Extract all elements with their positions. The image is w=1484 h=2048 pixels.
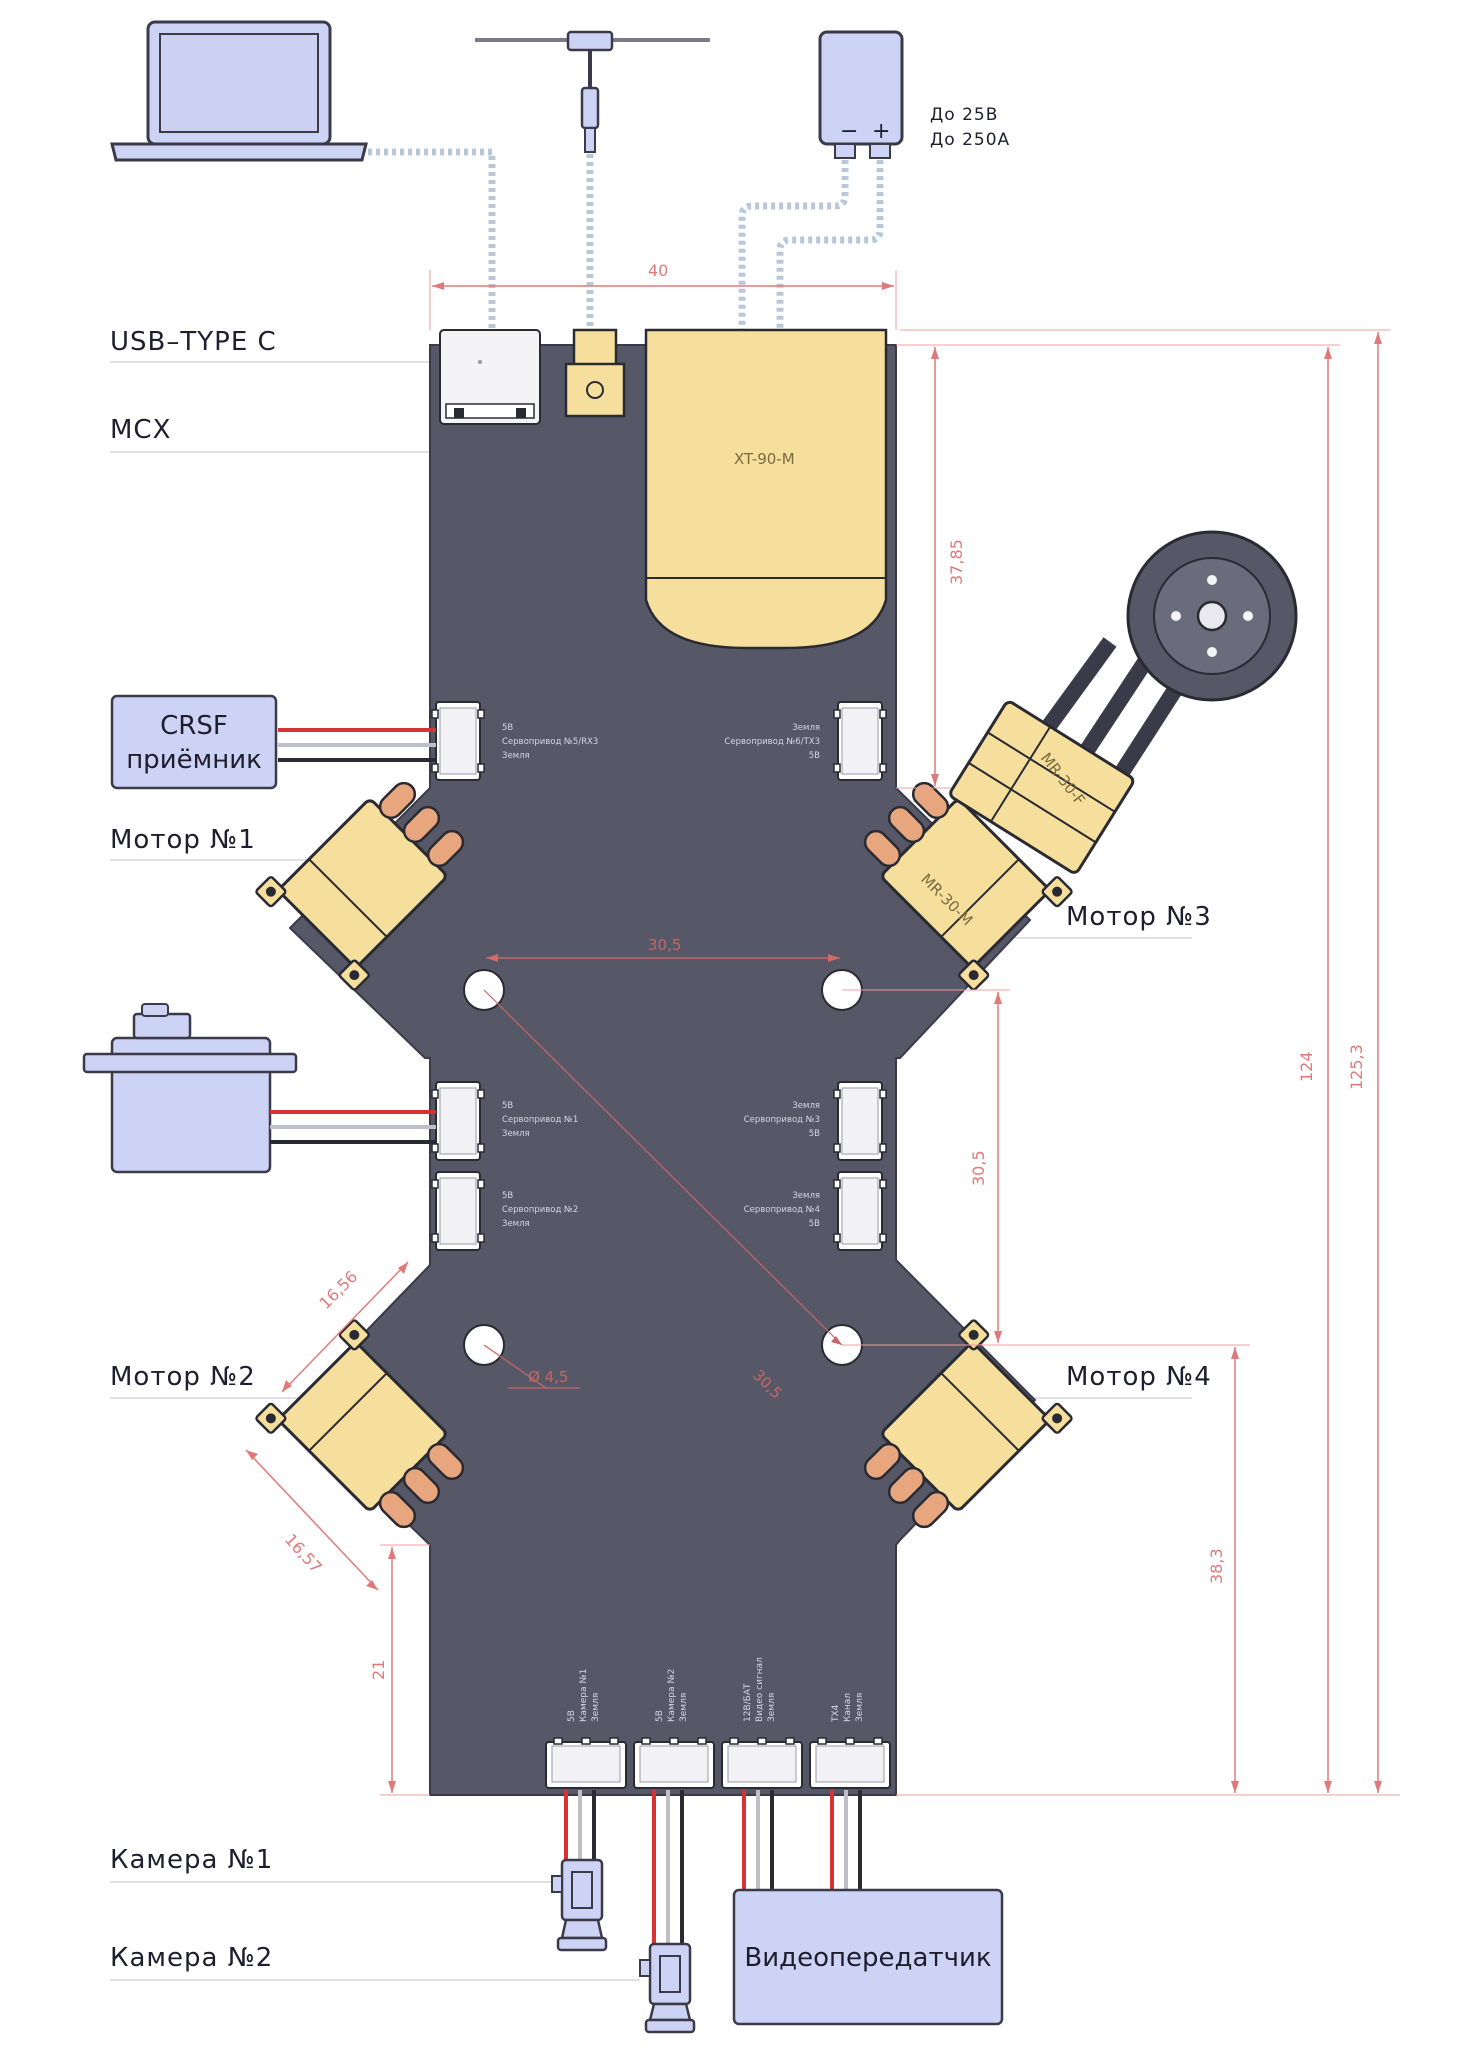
connector-servo4: Земля Сервопривод №4 5В [744, 1171, 887, 1251]
svg-text:Сервопривод №2: Сервопривод №2 [502, 1205, 578, 1215]
bottom-connector-4: TX4 Канал Земля [809, 1693, 891, 1789]
svg-text:Сервопривод №6/TX3: Сервопривод №6/TX3 [724, 737, 820, 747]
svg-text:Земля: Земля [502, 751, 530, 761]
board-dimensions: 30,5 30,5 Ø 4,5 [483, 936, 843, 1402]
bottom-connector-1: 5В Камера №1 Земля [545, 1669, 627, 1789]
svg-text:Сервопривод №4: Сервопривод №4 [744, 1205, 820, 1215]
bottom-wires [564, 1790, 862, 1954]
label-cam2: Камера №2 [110, 1943, 273, 1973]
svg-text:5В: 5В [809, 1129, 820, 1139]
dim-1657-label: 16,57 [281, 1530, 326, 1577]
label-cam1: Камера №1 [110, 1845, 273, 1875]
svg-text:Земля: Земля [792, 723, 820, 733]
svg-text:5В: 5В [655, 1710, 665, 1722]
crsf-line2: приёмник [126, 745, 262, 775]
connector-servo2: 5В Сервопривод №2 Земля [431, 1171, 578, 1251]
label-motor2: Мотор №2 [110, 1362, 256, 1392]
svg-text:Канал: Канал [843, 1693, 853, 1722]
label-motor4: Мотор №4 [1066, 1362, 1212, 1392]
svg-text:Земля: Земля [502, 1219, 530, 1229]
svg-text:5В: 5В [502, 723, 513, 733]
svg-text:Земля: Земля [679, 1693, 689, 1722]
camera2-icon [639, 1942, 696, 2034]
dim-1253-label: 125,3 [1347, 1044, 1366, 1090]
svg-text:Видео сигнал: Видео сигнал [755, 1657, 765, 1722]
battery-icon: − + [818, 30, 904, 159]
connector-servo6: Земля Сервопривод №6/TX3 5В [724, 701, 887, 781]
dim-305-label: 30,5 [969, 1150, 988, 1186]
svg-text:Сервопривод №5/RX3: Сервопривод №5/RX3 [502, 737, 598, 747]
vtx-label: Видеопередатчик [744, 1943, 991, 1973]
svg-text:Земля: Земля [792, 1101, 820, 1111]
servo-icon [82, 1003, 298, 1174]
crsf-receiver: CRSF приёмник [110, 694, 278, 790]
svg-text:Земля: Земля [591, 1693, 601, 1722]
dim-3785-label: 37,85 [947, 539, 966, 585]
xt90-label: XT-90-M [734, 450, 795, 468]
svg-text:Камера №1: Камера №1 [579, 1669, 589, 1722]
connector-servo1: 5В Сервопривод №1 Земля [431, 1081, 578, 1161]
svg-text:TX4: TX4 [831, 1704, 841, 1723]
svg-text:Земля: Земля [855, 1693, 865, 1722]
usb-c-port [439, 329, 541, 425]
svg-text:Земля: Земля [792, 1191, 820, 1201]
xt90-connector: XT-90-M [644, 328, 888, 650]
dim-1656-label: 16,56 [315, 1267, 361, 1313]
svg-text:5В: 5В [502, 1101, 513, 1111]
svg-text:5В: 5В [567, 1710, 577, 1722]
mr30f-connector [949, 700, 1135, 874]
supply-current: До 250А [930, 130, 1010, 150]
dim-hole-label: Ø 4,5 [528, 1368, 568, 1386]
dim-383-label: 38,3 [1207, 1548, 1226, 1584]
antenna-icon [475, 30, 710, 153]
right-dimensions: 37,85 124 125,3 30,5 38,3 [842, 329, 1400, 1796]
supply-minus: − [840, 119, 858, 144]
label-motor3: Мотор №3 [1066, 902, 1212, 932]
right-labels: Мотор №3 Мотор №4 [1000, 902, 1212, 1399]
label-mcx: MCX [110, 415, 171, 445]
label-usb: USB–TYPE C [110, 327, 277, 357]
svg-text:5В: 5В [809, 751, 820, 761]
video-transmitter: Видеопередатчик [732, 1888, 1004, 2026]
dim-hz-label: 30,5 [648, 936, 681, 954]
svg-text:Земля: Земля [502, 1129, 530, 1139]
camera1-icon [551, 1858, 608, 1952]
svg-text:12В/БАТ: 12В/БАТ [743, 1683, 753, 1722]
connector-crsf: 5В Сервопривод №5/RX3 Земля [431, 701, 598, 781]
svg-text:Сервопривод №3: Сервопривод №3 [744, 1115, 820, 1125]
label-motor1: Мотор №1 [110, 825, 256, 855]
dim-width-label: 40 [648, 261, 668, 280]
svg-text:Камера №2: Камера №2 [667, 1669, 677, 1722]
svg-text:Сервопривод №1: Сервопривод №1 [502, 1115, 578, 1125]
crsf-line1: CRSF [160, 711, 228, 741]
supply-voltage: До 25В [930, 105, 998, 125]
bottom-connector-3: 12В/БАТ Видео сигнал Земля [721, 1657, 803, 1789]
laptop-icon [110, 20, 368, 162]
dimension-width: 40 [429, 261, 897, 330]
dim-21-label: 21 [369, 1660, 388, 1680]
connector-servo3: Земля Сервопривод №3 5В [744, 1081, 887, 1161]
svg-text:5В: 5В [502, 1191, 513, 1201]
svg-text:Земля: Земля [767, 1693, 777, 1722]
supply-plus: + [872, 119, 890, 144]
dim-124-label: 124 [1297, 1051, 1316, 1082]
mcx-connector [564, 328, 626, 418]
bottom-connector-2: 5В Камера №2 Земля [633, 1669, 715, 1789]
svg-text:5В: 5В [809, 1219, 820, 1229]
